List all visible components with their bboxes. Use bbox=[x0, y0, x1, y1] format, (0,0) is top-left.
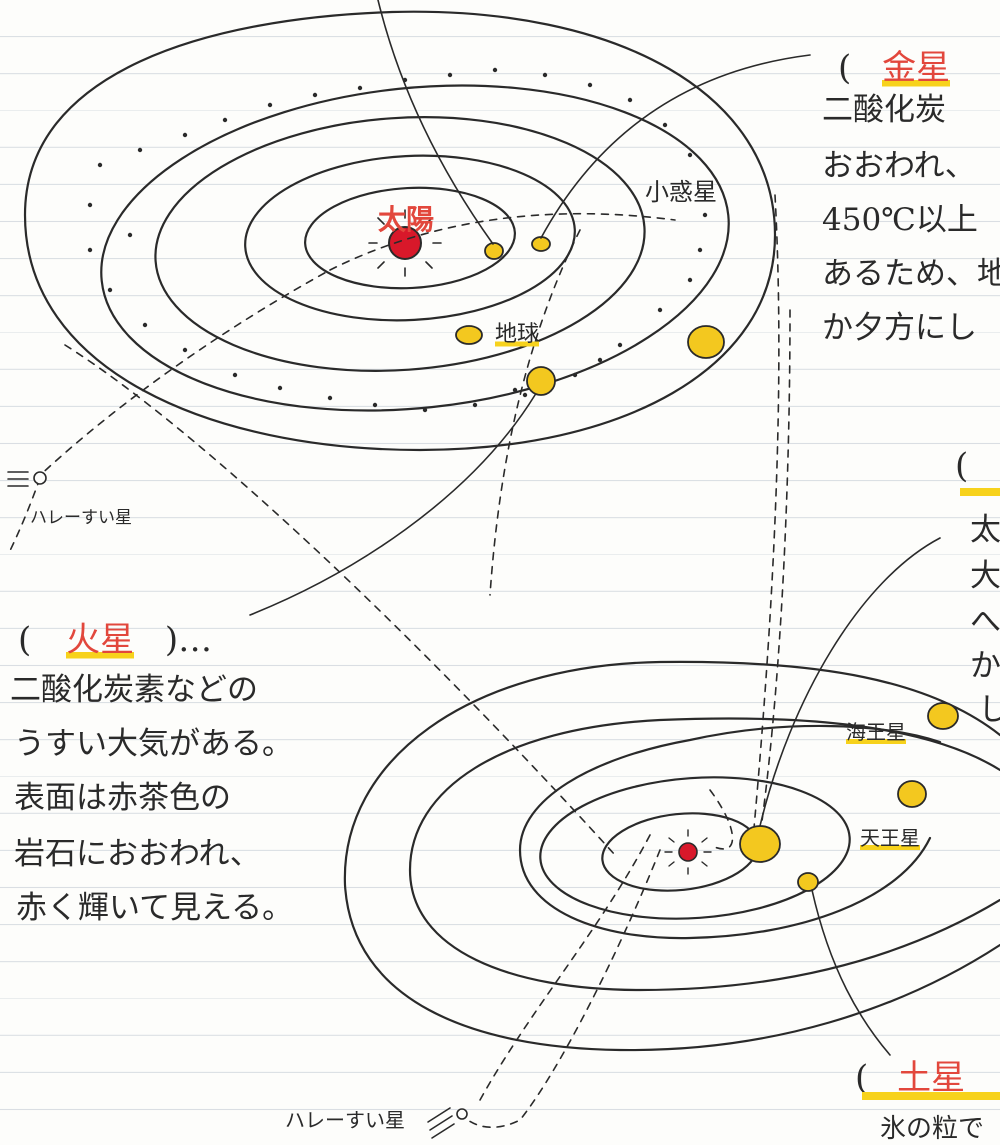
venus-open-paren: ( bbox=[838, 48, 852, 88]
asteroid-belt bbox=[87, 67, 708, 413]
saturn-open-paren: ( bbox=[855, 1058, 869, 1098]
mars-line-1: 二酸化炭素などの bbox=[10, 672, 258, 708]
venus-line-3: 450℃以上 bbox=[822, 202, 978, 238]
outer-system-orbits bbox=[343, 660, 1000, 1052]
orbit-mars bbox=[100, 84, 730, 412]
planet-uranus-icon bbox=[897, 780, 927, 808]
orbit-mercury bbox=[304, 186, 516, 290]
venus-line-2: おおわれ、 bbox=[822, 148, 976, 184]
mars-title: 火星 bbox=[66, 620, 135, 660]
venus-line-1: 二酸化炭 bbox=[822, 92, 946, 128]
pointer-lines-top bbox=[249, 0, 811, 616]
saturn-title-highlight bbox=[862, 1092, 1000, 1100]
mars-close-paren: )… bbox=[164, 620, 213, 660]
asteroid-label: 小惑星 bbox=[645, 178, 717, 206]
orbit-outer-planet bbox=[23, 10, 777, 452]
mars-open-paren: ( bbox=[18, 620, 32, 660]
jupiter-line-3: へ bbox=[970, 604, 1000, 640]
comet-label-bottom: ハレーすい星 bbox=[285, 1108, 405, 1132]
planet-earth-icon bbox=[455, 325, 483, 345]
orbit-jupiter bbox=[539, 776, 851, 920]
pointer-lines-bottom bbox=[759, 537, 941, 1056]
planet-saturn-icon bbox=[797, 872, 819, 892]
comet-bottom-icon bbox=[427, 1107, 468, 1139]
orbit-venus bbox=[244, 154, 576, 322]
venus-title: 金星 bbox=[882, 48, 951, 88]
jupiter-title-highlight bbox=[960, 488, 1000, 496]
orbit-saturn bbox=[518, 724, 942, 940]
jupiter-line-1: 太 bbox=[970, 512, 1000, 548]
neptune-label: 海王星 bbox=[846, 716, 906, 745]
orbit-earth bbox=[154, 116, 646, 372]
saturn-heading: ( 土星 bbox=[855, 1050, 965, 1099]
sun-small-icon bbox=[664, 829, 712, 875]
sun-label: 太陽 bbox=[378, 203, 435, 236]
mars-line-4: 岩石におおわれ、 bbox=[14, 836, 261, 872]
jupiter-heading: ( bbox=[955, 446, 968, 486]
planet-mercury-icon bbox=[484, 242, 504, 260]
inner-system-bodies bbox=[368, 209, 725, 396]
comet-top-icon bbox=[7, 471, 47, 487]
orbit-uranus bbox=[408, 717, 1000, 992]
mars-line-2: うすい大気がある。 bbox=[14, 726, 293, 762]
mars-heading: ( 火星 )… bbox=[18, 612, 212, 661]
comet-label-top: ハレーすい星 bbox=[30, 508, 132, 528]
comet-orbits bbox=[7, 194, 791, 1129]
earth-label: 地球 bbox=[495, 316, 540, 348]
venus-heading: ( 金星 bbox=[838, 40, 951, 89]
planet-mars-icon bbox=[526, 366, 556, 396]
planet-jupiter-icon bbox=[739, 825, 781, 863]
mars-line-3: 表面は赤茶色の bbox=[14, 780, 231, 816]
venus-line-5: か夕方にし bbox=[822, 310, 977, 346]
planet-neptune-icon bbox=[927, 702, 959, 730]
orbit-neptune bbox=[343, 660, 1000, 1052]
venus-line-4: あるため、地 bbox=[822, 256, 1000, 292]
mars-line-5: 赤く輝いて見える。 bbox=[16, 890, 294, 926]
planet-jupiter-small-icon bbox=[687, 325, 725, 359]
planet-venus-icon bbox=[531, 236, 551, 252]
jupiter-line-5: し bbox=[978, 692, 1000, 728]
outer-system-bodies bbox=[664, 702, 959, 892]
jupiter-open-paren: ( bbox=[955, 446, 969, 486]
saturn-line-1: 氷の粒で bbox=[880, 1114, 985, 1144]
inner-system-orbits bbox=[23, 10, 777, 452]
jupiter-line-2: 大 bbox=[970, 558, 1000, 594]
saturn-title: 土星 bbox=[897, 1058, 966, 1098]
sun-icon bbox=[368, 209, 442, 277]
jupiter-line-4: か bbox=[970, 648, 1000, 684]
uranus-label: 天王星 bbox=[860, 822, 920, 851]
